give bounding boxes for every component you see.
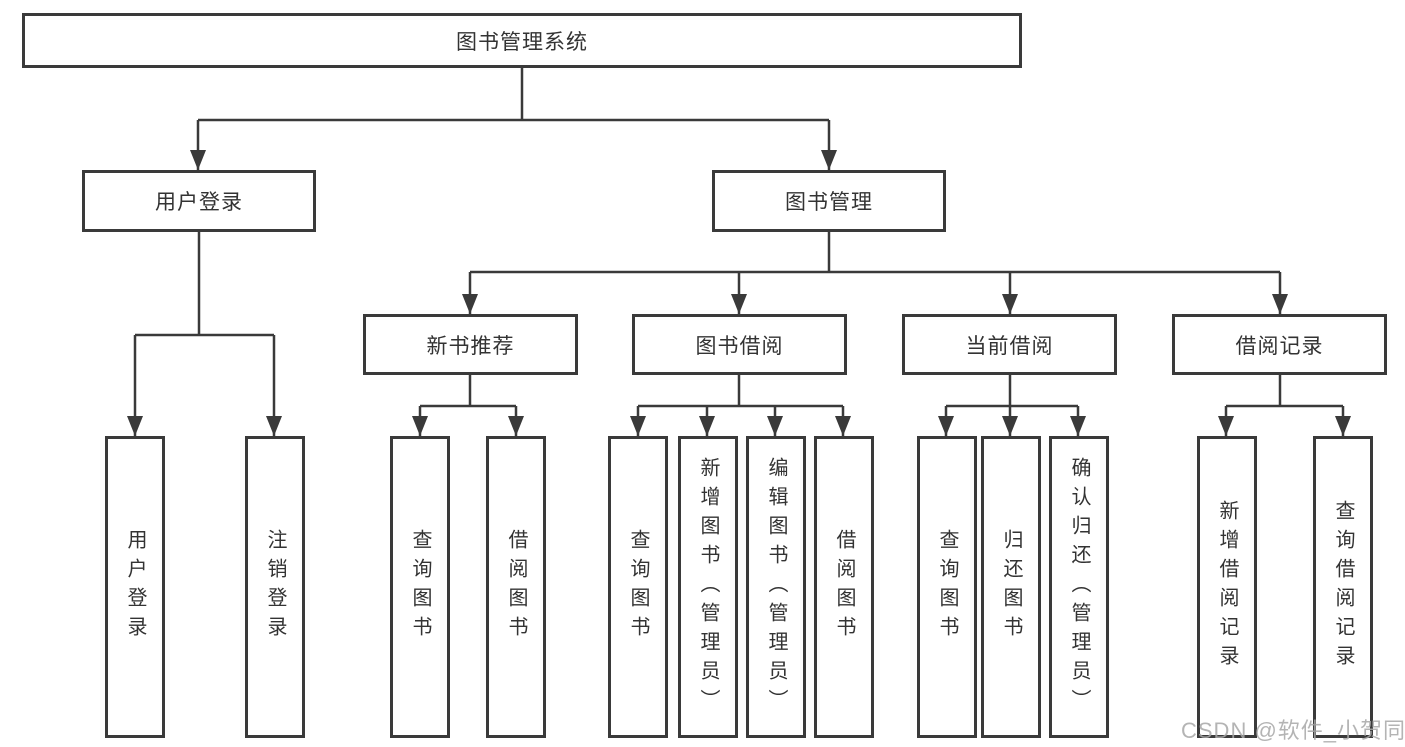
node-new-book-recommend-label: 新书推荐 <box>426 334 515 358</box>
arrowhead <box>508 416 524 436</box>
node-book-management: 图书管理 <box>712 170 946 232</box>
arrowhead <box>699 416 715 436</box>
node-borrowing-records-label: 借阅记录 <box>1235 334 1324 358</box>
node-book-borrowing: 图书借阅 <box>632 314 847 375</box>
leaf-user-login: 用户登录 <box>105 436 165 738</box>
leaf-query-books-borrowing: 查询图书 <box>608 436 668 738</box>
arrowhead <box>630 416 646 436</box>
node-user-login-label: 用户登录 <box>155 191 243 214</box>
arrowhead <box>731 294 747 314</box>
arrowhead <box>412 416 428 436</box>
leaf-logout: 注销登录 <box>245 436 305 738</box>
node-root-label: 图书管理系统 <box>456 30 588 54</box>
leaf-borrow-books-recommend: 借阅图书 <box>486 436 546 738</box>
leaf-return-books: 归还图书 <box>981 436 1041 738</box>
leaf-logout-label: 注销登录 <box>264 529 286 645</box>
arrowhead <box>127 416 143 436</box>
node-book-management-label: 图书管理 <box>785 191 873 214</box>
leaf-query-books-current: 查询图书 <box>917 436 977 738</box>
node-root: 图书管理系统 <box>22 13 1022 68</box>
leaf-edit-books-admin-label: 编辑图书（管理员） <box>765 456 787 718</box>
arrowhead <box>1002 294 1018 314</box>
node-new-book-recommend: 新书推荐 <box>363 314 578 375</box>
leaf-add-borrow-record-label: 新增借阅记录 <box>1216 500 1238 674</box>
arrowhead <box>462 294 478 314</box>
leaf-borrow-books-borrowing: 借阅图书 <box>814 436 874 738</box>
arrowhead <box>1070 416 1086 436</box>
leaf-return-books-label: 归还图书 <box>1000 529 1022 645</box>
leaf-edit-books-admin: 编辑图书（管理员） <box>746 436 806 738</box>
leaf-query-books-current-label: 查询图书 <box>936 529 958 645</box>
leaf-query-borrow-record: 查询借阅记录 <box>1313 436 1373 738</box>
node-current-borrowing-label: 当前借阅 <box>965 334 1054 358</box>
arrowhead <box>266 416 282 436</box>
arrowhead <box>1272 294 1288 314</box>
node-user-login: 用户登录 <box>82 170 316 232</box>
leaf-user-login-label: 用户登录 <box>124 529 146 645</box>
leaf-query-books-recommend: 查询图书 <box>390 436 450 738</box>
leaf-query-books-recommend-label: 查询图书 <box>409 529 431 645</box>
node-borrowing-records: 借阅记录 <box>1172 314 1387 375</box>
leaf-confirm-return-admin-label: 确认归还（管理员） <box>1068 456 1090 718</box>
arrowhead <box>835 416 851 436</box>
arrowhead <box>1002 416 1018 436</box>
node-current-borrowing: 当前借阅 <box>902 314 1117 375</box>
leaf-confirm-return-admin: 确认归还（管理员） <box>1049 436 1109 738</box>
leaf-borrow-books-recommend-label: 借阅图书 <box>505 529 527 645</box>
arrowhead <box>1335 416 1351 436</box>
node-book-borrowing-label: 图书借阅 <box>695 334 784 358</box>
leaf-add-books-admin: 新增图书（管理员） <box>678 436 738 738</box>
leaf-query-borrow-record-label: 查询借阅记录 <box>1332 500 1354 674</box>
arrowhead <box>190 150 206 170</box>
arrowhead <box>767 416 783 436</box>
arrowhead <box>821 150 837 170</box>
leaf-add-borrow-record: 新增借阅记录 <box>1197 436 1257 738</box>
arrowheads <box>127 150 1351 436</box>
leaf-query-books-borrowing-label: 查询图书 <box>627 529 649 645</box>
arrowhead <box>1218 416 1234 436</box>
csdn-watermark: CSDN @软件_小贺同学 <box>1181 718 1405 743</box>
leaf-add-books-admin-label: 新增图书（管理员） <box>697 456 719 718</box>
tree-connector-path <box>133 68 1345 436</box>
leaf-borrow-books-borrowing-label: 借阅图书 <box>833 529 855 645</box>
arrowhead <box>938 416 954 436</box>
